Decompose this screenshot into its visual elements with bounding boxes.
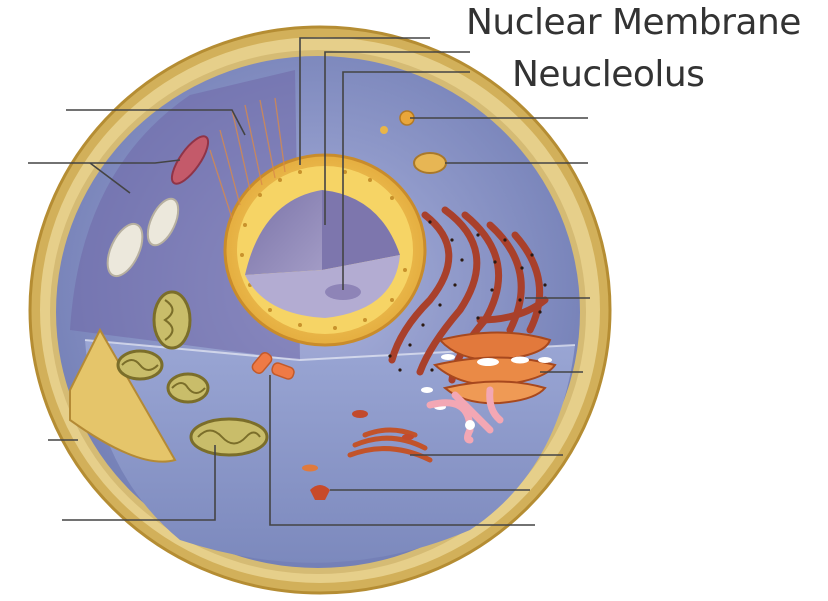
vesicle-red-2: [402, 434, 414, 440]
mitochondrion-icon: [191, 419, 267, 455]
vesicle-orange: [302, 465, 318, 472]
vesicle-red: [352, 410, 368, 418]
label-nuclear-membrane: Nuclear Membrane: [466, 2, 801, 43]
mitochondrion-icon: [154, 292, 190, 348]
small-vesicle-2: [380, 126, 388, 134]
peroxisome: [414, 153, 446, 173]
mitochondrion-icon: [118, 351, 162, 379]
smooth-er-vesicle: [465, 420, 475, 430]
mitochondrion-icon: [168, 374, 208, 402]
label-nucleolus: Neucleolus: [512, 54, 704, 95]
